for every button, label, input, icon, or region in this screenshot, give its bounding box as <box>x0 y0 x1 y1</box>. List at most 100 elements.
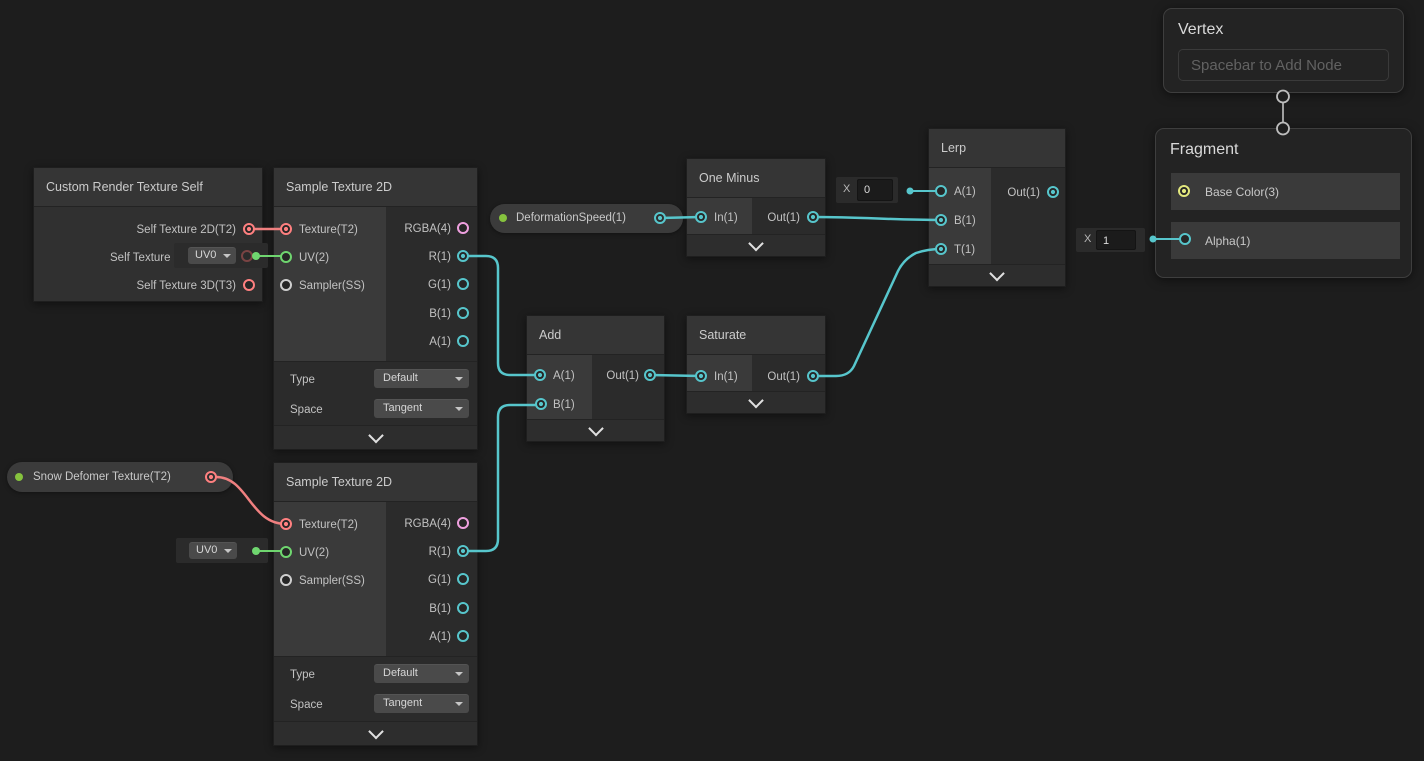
x-component-label: X <box>1084 233 1092 245</box>
type-dropdown-value: Default <box>383 372 418 384</box>
node-lerp[interactable]: Lerp A(1) B(1) T(1) Out(1) <box>928 128 1066 287</box>
node-sample-texture-2d-bottom[interactable]: Sample Texture 2D Texture(T2) UV(2) Samp… <box>273 462 478 746</box>
node-title[interactable]: Custom Render Texture Self <box>34 168 262 207</box>
uv-channel-value: UV0 <box>196 544 218 556</box>
x-component-label: X <box>843 183 851 195</box>
port-label-base-color: Base Color(3) <box>1205 184 1280 199</box>
edge-oneminus-to-lerp-b[interactable] <box>812 215 942 222</box>
params-section <box>274 361 477 429</box>
node-title-label: Sample Texture 2D <box>286 180 393 194</box>
node-title[interactable]: Sample Texture 2D <box>274 463 477 502</box>
spacebar-hint-label: Spacebar to Add Node <box>1191 56 1342 74</box>
port-label-b: B(1) <box>429 603 451 615</box>
params-section <box>274 656 477 724</box>
port-label-b: B(1) <box>954 215 976 227</box>
node-title[interactable]: One Minus <box>687 159 825 198</box>
uv-channel-widget-bottom[interactable]: UV0 <box>176 538 268 563</box>
chevron-down-icon <box>455 407 463 411</box>
lerp-a-default-widget[interactable]: X 0 <box>836 177 898 203</box>
alpha-value-field[interactable]: 1 <box>1096 230 1136 250</box>
collapse-bar[interactable] <box>274 721 477 745</box>
port-label-rgba: RGBA(4) <box>404 223 451 235</box>
collapse-bar[interactable] <box>527 419 664 441</box>
chevron-down-icon <box>455 672 463 676</box>
port-label-r: R(1) <box>428 251 451 263</box>
input-column <box>274 207 386 361</box>
node-custom-render-texture-self[interactable]: Custom Render Texture Self Self Texture … <box>33 167 263 302</box>
spacebar-hint-box: Spacebar to Add Node <box>1178 49 1389 81</box>
param-label-type: Type <box>290 669 315 681</box>
space-dropdown-value: Tangent <box>383 402 423 414</box>
chevron-down-icon <box>223 254 231 258</box>
param-label-type: Type <box>290 374 315 386</box>
vertex-title: Vertex <box>1178 21 1224 38</box>
node-fragment-context[interactable]: Fragment Base Color(3) Alpha(1) <box>1155 128 1412 278</box>
edge-saturate-to-lerp-t[interactable] <box>813 247 942 378</box>
node-title[interactable]: Sample Texture 2D <box>274 168 477 207</box>
property-node-deformation-speed[interactable]: DeformationSpeed(1) <box>490 204 683 233</box>
port-label-self-texture-3d: Self Texture 3D(T3) <box>136 280 237 292</box>
node-title[interactable]: Saturate <box>687 316 825 355</box>
node-sample-texture-2d-top[interactable]: Sample Texture 2D Texture(T2) UV(2) Samp… <box>273 167 478 450</box>
chevron-down-icon <box>455 702 463 706</box>
uv-channel-value: UV0 <box>195 249 217 261</box>
node-add[interactable]: Add A(1) B(1) Out(1) <box>526 315 665 442</box>
uv-channel-dropdown[interactable]: UV0 <box>188 247 236 264</box>
collapse-chevron-icon <box>587 420 604 436</box>
uv-channel-dropdown[interactable]: UV0 <box>189 542 237 559</box>
property-node-snow-deformer-texture[interactable]: Snow Defomer Texture(T2) <box>7 462 233 492</box>
port-label-texture: Texture(T2) <box>299 519 358 531</box>
fragment-title: Fragment <box>1170 141 1239 158</box>
collapse-chevron-icon <box>748 392 764 408</box>
port-label-out: Out(1) <box>767 212 800 224</box>
uv-channel-widget-top[interactable]: UV0 <box>174 243 268 268</box>
node-title[interactable]: Lerp <box>929 129 1065 168</box>
port-label-rgba: RGBA(4) <box>404 518 451 530</box>
collapse-chevron-icon <box>989 265 1005 281</box>
port-label-texture: Texture(T2) <box>299 224 358 236</box>
port-label-a: A(1) <box>429 631 451 643</box>
port-label-t: T(1) <box>954 244 976 256</box>
node-title-label: Custom Render Texture Self <box>46 180 203 194</box>
collapse-bar[interactable] <box>687 234 825 256</box>
port-label-uv: UV(2) <box>299 547 330 559</box>
port-label-out: Out(1) <box>767 371 800 383</box>
fragment-row-base-color[interactable]: Base Color(3) <box>1171 173 1400 210</box>
node-one-minus[interactable]: One Minus In(1) Out(1) <box>686 158 826 257</box>
space-dropdown[interactable]: Tangent <box>374 399 469 418</box>
node-title-label: Saturate <box>699 328 747 342</box>
type-dropdown[interactable]: Default <box>374 369 469 388</box>
fragment-row-alpha[interactable]: Alpha(1) <box>1171 222 1400 259</box>
type-dropdown[interactable]: Default <box>374 664 469 683</box>
port-label-self-texture-2d: Self Texture 2D(T2) <box>136 224 237 236</box>
port-label-g: G(1) <box>428 279 451 291</box>
space-dropdown-value: Tangent <box>383 697 423 709</box>
collapse-chevron-icon <box>367 723 384 739</box>
port-label-a: A(1) <box>429 336 451 348</box>
param-label-space: Space <box>290 699 323 711</box>
collapse-bar[interactable] <box>929 264 1065 286</box>
space-dropdown[interactable]: Tangent <box>374 694 469 713</box>
port-label-r: R(1) <box>428 546 451 558</box>
port-label-g: G(1) <box>428 574 451 586</box>
node-saturate[interactable]: Saturate In(1) Out(1) <box>686 315 826 414</box>
param-label-space: Space <box>290 404 323 416</box>
port-label-a: A(1) <box>553 370 575 382</box>
alpha-default-widget[interactable]: X 1 <box>1076 228 1145 252</box>
collapse-bar[interactable] <box>687 391 825 413</box>
port-label-sampler: Sampler(SS) <box>299 575 365 587</box>
port-label-out: Out(1) <box>606 370 639 382</box>
port-label-self-texture: Self Texture ( <box>110 252 178 264</box>
property-label: DeformationSpeed(1) <box>516 212 626 224</box>
port-label-sampler: Sampler(SS) <box>299 280 365 292</box>
collapse-bar[interactable] <box>274 425 477 449</box>
lerp-a-value-field[interactable]: 0 <box>857 179 893 201</box>
collapse-chevron-icon <box>748 235 764 251</box>
node-title[interactable]: Add <box>527 316 664 355</box>
port-label-out: Out(1) <box>1007 187 1040 199</box>
node-vertex-context[interactable]: Vertex Spacebar to Add Node <box>1163 8 1404 93</box>
input-column <box>274 502 386 656</box>
chevron-down-icon <box>224 549 232 553</box>
node-title-label: Add <box>539 328 562 342</box>
